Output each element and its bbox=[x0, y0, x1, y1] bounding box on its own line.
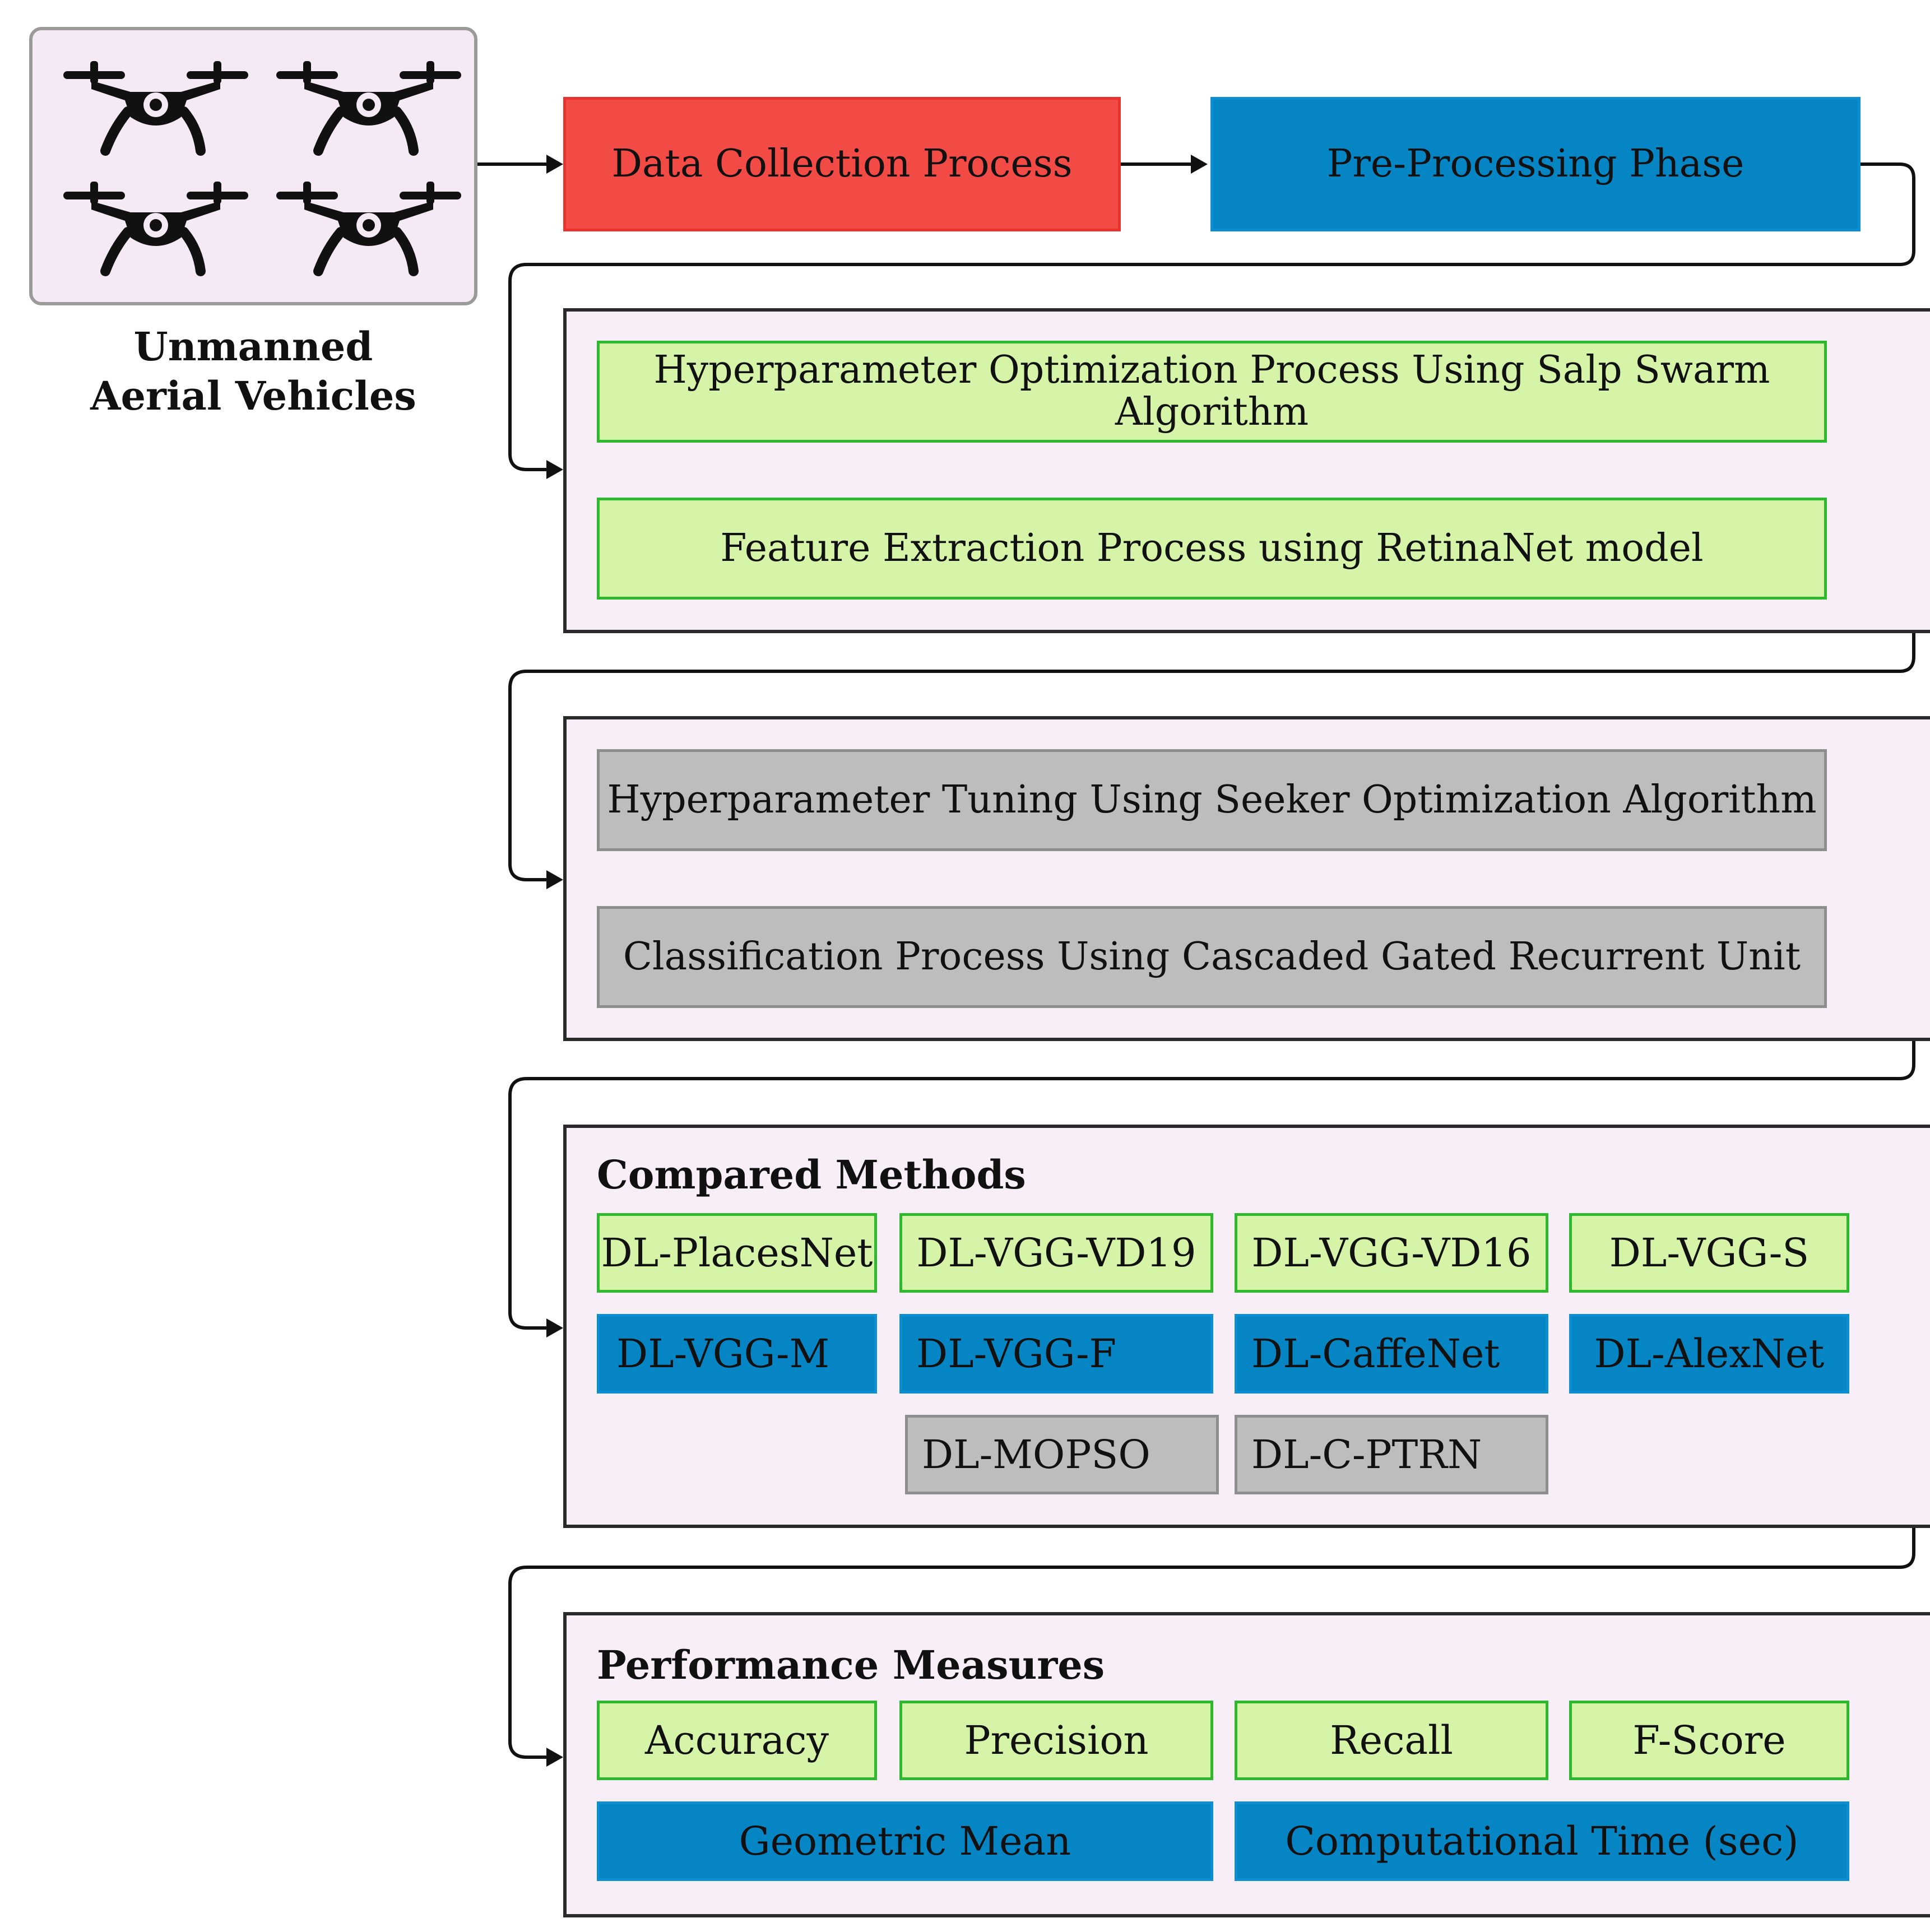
uav-source-box bbox=[29, 27, 477, 305]
measure-precision: Precision bbox=[899, 1701, 1213, 1780]
method-dl-mopso: DL-MOPSO bbox=[905, 1415, 1219, 1494]
method-dl-c-ptrn: DL-C-PTRN bbox=[1235, 1415, 1548, 1494]
measure-accuracy: Accuracy bbox=[597, 1701, 877, 1780]
measure-geometric-mean: Geometric Mean bbox=[597, 1801, 1213, 1881]
pre-processing-box: Pre-Processing Phase bbox=[1210, 97, 1861, 231]
uav-label-line1: Unmanned bbox=[133, 323, 373, 370]
uav-label-line2: Aerial Vehicles bbox=[90, 372, 416, 419]
measure-f-score: F-Score bbox=[1569, 1701, 1849, 1780]
method-dl-alexnet: DL-AlexNet bbox=[1569, 1314, 1849, 1394]
method-dl-vgg-m: DL-VGG-M bbox=[597, 1314, 877, 1394]
method-dl-placesnet: DL-PlacesNet bbox=[597, 1213, 877, 1293]
arrow-preprocessing-to-feature-panel bbox=[508, 162, 1915, 471]
cgru-classification-box: Classification Process Using Cascaded Ga… bbox=[597, 906, 1827, 1008]
drone-icon bbox=[276, 182, 461, 276]
drone-icon bbox=[276, 61, 461, 156]
method-dl-vgg-f: DL-VGG-F bbox=[899, 1314, 1213, 1394]
drone-icon bbox=[63, 61, 248, 156]
seeker-tuning-box: Hyperparameter Tuning Using Seeker Optim… bbox=[597, 749, 1827, 851]
method-dl-vgg-vd19: DL-VGG-VD19 bbox=[899, 1213, 1213, 1293]
uav-label: Unmanned Aerial Vehicles bbox=[29, 322, 477, 420]
compared-methods-heading: Compared Methods bbox=[597, 1151, 1026, 1198]
method-dl-vgg-vd16: DL-VGG-VD16 bbox=[1235, 1213, 1548, 1293]
data-collection-box: Data Collection Process bbox=[563, 97, 1121, 231]
method-dl-caffenet: DL-CaffeNet bbox=[1235, 1314, 1548, 1394]
salp-swarm-optimization-box: Hyperparameter Optimization Process Usin… bbox=[597, 341, 1827, 443]
retinanet-extraction-box: Feature Extraction Process using RetinaN… bbox=[597, 498, 1827, 600]
drone-icon bbox=[63, 182, 248, 276]
measure-computational-time: Computational Time (sec) bbox=[1235, 1801, 1849, 1881]
performance-measures-heading: Performance Measures bbox=[597, 1642, 1105, 1688]
measure-recall: Recall bbox=[1235, 1701, 1548, 1780]
method-dl-vgg-s: DL-VGG-S bbox=[1569, 1213, 1849, 1293]
